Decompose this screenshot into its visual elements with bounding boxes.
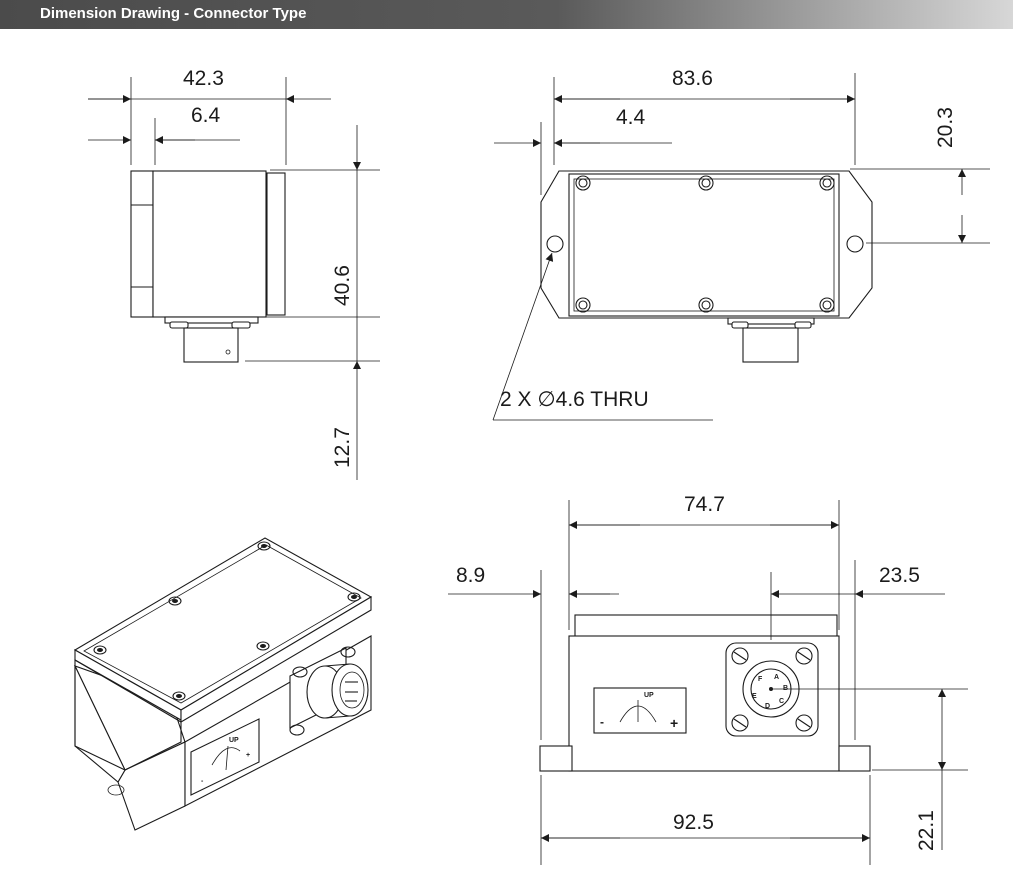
top-view-body <box>540 170 873 363</box>
svg-text:-: - <box>201 778 204 785</box>
side-view-body <box>130 170 286 363</box>
pin-c: C <box>779 698 784 705</box>
dim-front-connector: 23.5 <box>879 564 920 587</box>
svg-text:-: - <box>600 715 604 729</box>
iso-screws <box>93 541 361 701</box>
side-view-dimensions: 42.3 6.4 40.6 12.7 <box>88 67 380 480</box>
dim-front-edge: 8.9 <box>456 564 485 587</box>
side-view: 42.3 6.4 40.6 12.7 <box>88 67 380 480</box>
dim-side-offset: 6.4 <box>191 104 221 127</box>
front-view-dimensions: 74.7 8.9 23.5 92.5 22.1 <box>448 493 968 865</box>
top-view-dimensions: 83.6 4.4 20.3 2 X ∅4.6 THRU <box>492 67 990 421</box>
svg-text:+: + <box>670 715 678 731</box>
iso-connector <box>289 646 369 736</box>
pin-d: D <box>765 703 770 710</box>
pin-f: F <box>758 676 763 683</box>
front-up-label: UP <box>644 692 654 699</box>
dim-front-body: 74.7 <box>684 493 725 516</box>
dim-front-overall: 92.5 <box>673 811 714 834</box>
isometric-view: UP - + <box>73 537 373 831</box>
front-view: UP - + A B C D E F <box>448 493 968 865</box>
dim-side-width: 42.3 <box>183 67 224 90</box>
svg-text:+: + <box>246 752 250 759</box>
dim-side-height: 40.6 <box>331 265 354 306</box>
header-bar: Dimension Drawing - Connector Type <box>0 0 1013 29</box>
front-connector: A B C D E F <box>725 642 819 737</box>
dim-front-height: 22.1 <box>915 810 938 851</box>
dim-side-connector: 12.7 <box>331 427 354 468</box>
hole-note-leader <box>492 252 554 421</box>
pin-a: A <box>774 674 779 681</box>
dim-top-hole-offset: 4.4 <box>616 106 646 129</box>
hole-note: 2 X ∅4.6 THRU <box>500 388 649 411</box>
page-title: Dimension Drawing - Connector Type <box>40 5 307 22</box>
iso-up-label: UP <box>229 737 239 744</box>
mount-hole-left <box>546 235 564 253</box>
dim-top-hole-height: 20.3 <box>934 107 957 148</box>
front-label-plate: UP - + <box>593 687 687 734</box>
front-view-body: UP - + A B C D E F <box>539 614 871 772</box>
pin-e: E <box>752 693 757 700</box>
pin-b: B <box>783 685 788 692</box>
iso-label-plate: UP - + <box>190 718 260 796</box>
top-view: 83.6 4.4 20.3 2 X ∅4.6 THRU <box>492 67 990 421</box>
top-view-screws <box>575 175 835 313</box>
mount-hole-right <box>846 235 864 253</box>
dim-top-length: 83.6 <box>672 67 713 90</box>
